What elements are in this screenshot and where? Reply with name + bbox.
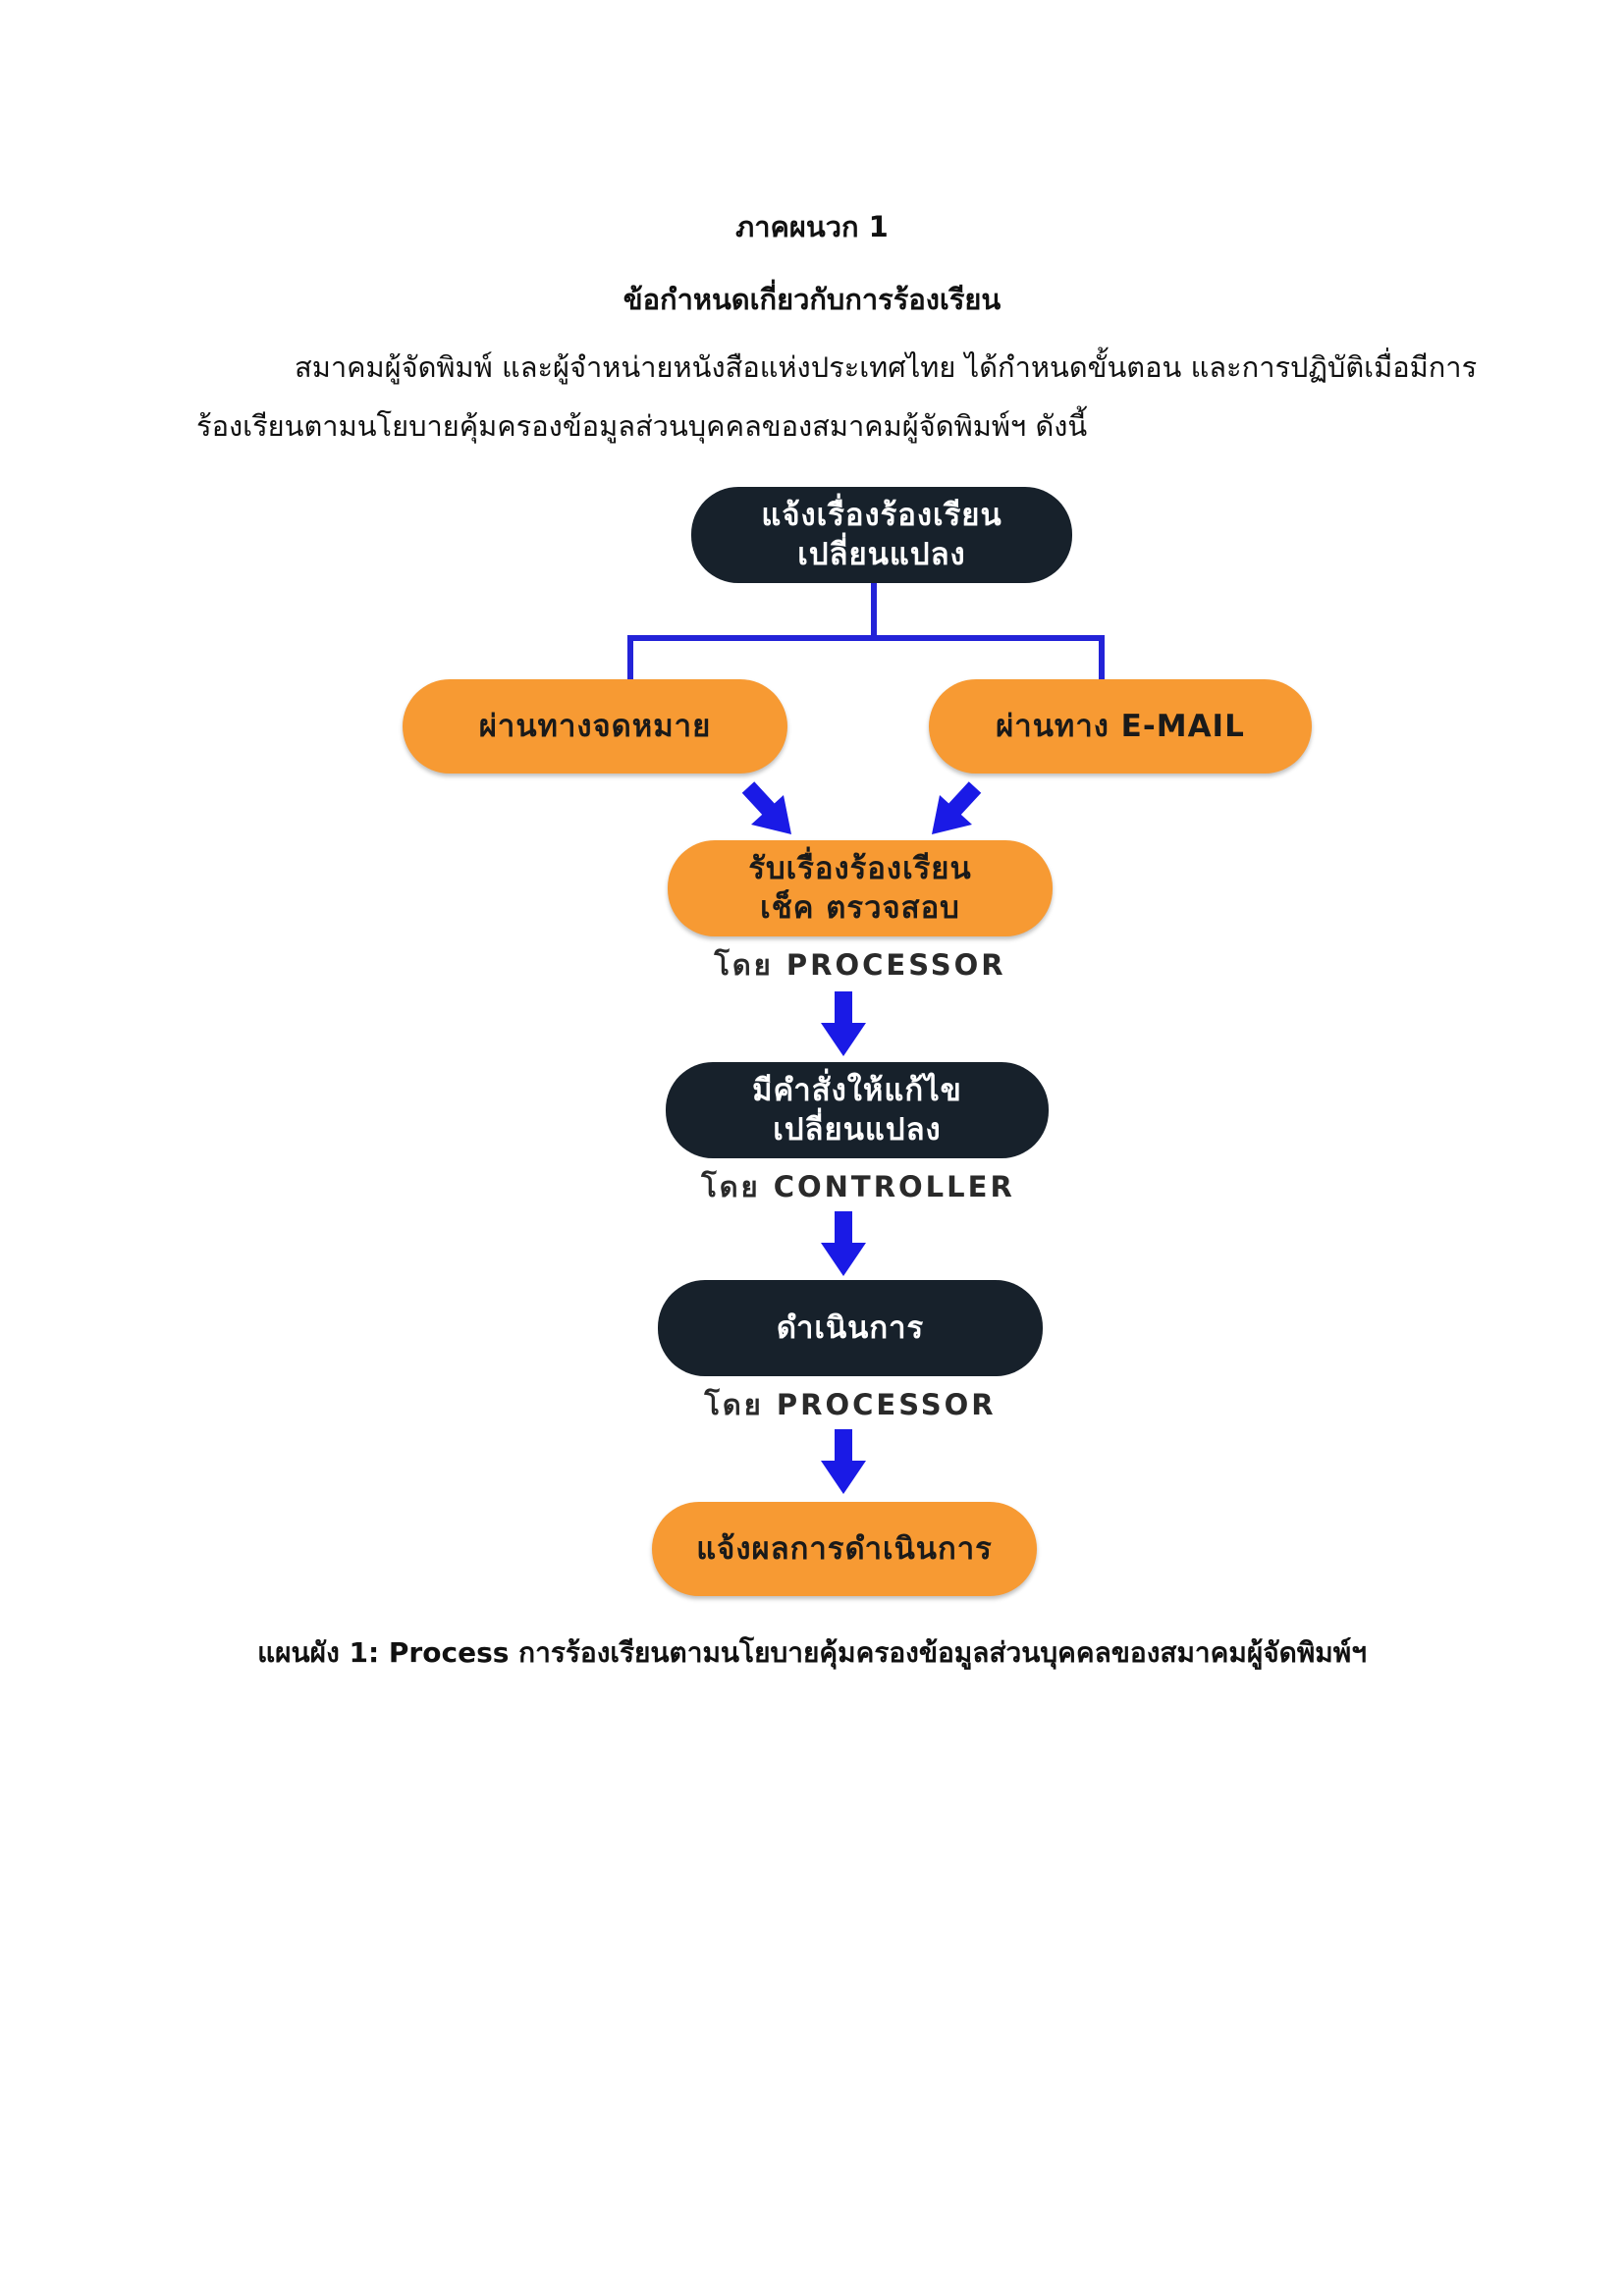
- intro-line-1: สมาคมผู้จัดพิมพ์ และผู้จำหน่ายหนังสือแห่…: [295, 350, 1478, 384]
- receive-node-line-2: เช็ค ตรวจสอบ: [760, 890, 960, 926]
- receive-node: รับเรื่องร้องเรียน เช็ค ตรวจสอบ: [668, 840, 1053, 936]
- start-node-line-1: แจ้งเรื่องร้องเรียน: [761, 498, 1002, 533]
- execute-node-label: ดำเนินการ: [776, 1310, 925, 1346]
- intro-line-2: ร้องเรียนตามนโยบายคุ้มครองข้อมูลส่วนบุคค…: [196, 409, 1088, 443]
- channel-mail-label: ผ่านทางจดหมาย: [478, 709, 712, 744]
- order-node: มีคำสั่งให้แก้ไข เปลี่ยนแปลง: [666, 1062, 1049, 1158]
- figure-caption: แผนผัง 1: Process การร้องเรียนตามนโยบายค…: [257, 1636, 1367, 1669]
- execute-by-label: โดย PROCESSOR: [704, 1388, 997, 1421]
- order-node-line-2: เปลี่ยนแปลง: [773, 1112, 942, 1148]
- order-node-line-1: มีคำสั่งให้แก้ไข: [752, 1073, 962, 1108]
- channel-mail-node: ผ่านทางจดหมาย: [403, 679, 787, 774]
- arrow-receive-to-order: [821, 991, 866, 1056]
- receive-node-line-1: รับเรื่องร้องเรียน: [748, 851, 972, 886]
- notify-node: แจ้งผลการดำเนินการ: [652, 1502, 1037, 1596]
- receive-by-label: โดย PROCESSOR: [714, 948, 1006, 982]
- execute-node: ดำเนินการ: [658, 1280, 1043, 1376]
- channel-email-label: ผ่านทาง E-MAIL: [996, 709, 1245, 744]
- arrow-execute-to-notify: [821, 1429, 866, 1494]
- start-node: แจ้งเรื่องร้องเรียน เปลี่ยนแปลง: [691, 487, 1072, 583]
- arrow-order-to-execute: [821, 1211, 866, 1276]
- branch-connector: [627, 579, 1105, 685]
- start-node-line-2: เปลี่ยนแปลง: [797, 537, 966, 572]
- section-title: ข้อกำหนดเกี่ยวกับการร้องเรียน: [623, 283, 1001, 316]
- arrow-mail-to-receive: [741, 781, 791, 834]
- appendix-title: ภาคผนวก 1: [735, 210, 889, 243]
- notify-node-label: แจ้งผลการดำเนินการ: [696, 1531, 993, 1567]
- channel-email-node: ผ่านทาง E-MAIL: [929, 679, 1312, 774]
- arrow-email-to-receive: [932, 781, 982, 834]
- order-by-label: โดย CONTROLLER: [701, 1170, 1015, 1203]
